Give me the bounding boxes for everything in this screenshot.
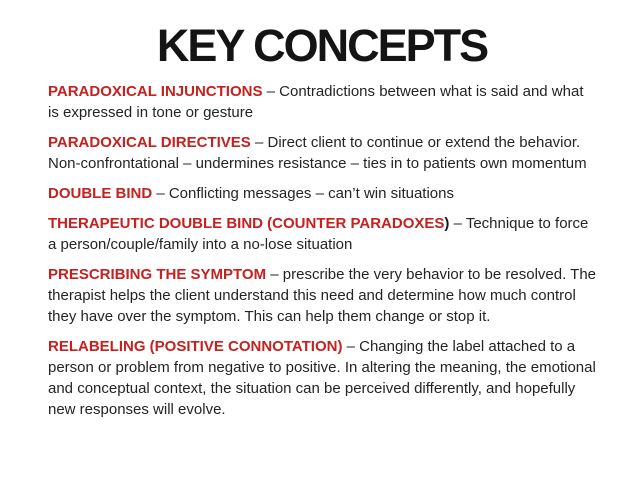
- concept-double-bind: DOUBLE BIND – Conflicting messages – can…: [48, 183, 596, 204]
- slide-title: KEY CONCEPTS: [156, 20, 489, 71]
- concept-term-suffix: ): [444, 215, 450, 233]
- concept-term: RELABELING (POSITIVE CONNOTATION): [48, 338, 343, 356]
- concept-definition: – Direct client to continue or extend th…: [48, 134, 587, 173]
- concept-therapeutic-double-bind: THERAPEUTIC DOUBLE BIND (COUNTER PARADOX…: [48, 213, 596, 255]
- concept-term: PARADOXICAL DIRECTIVES: [48, 134, 251, 152]
- concept-paradoxical-injunctions: PARADOXICAL INJUNCTIONS – Contradictions…: [48, 81, 596, 123]
- concept-definition: – Changing the label attached to a perso…: [48, 338, 596, 419]
- concept-term: DOUBLE BIND: [48, 185, 153, 203]
- concept-term: PRESCRIBING THE SYMPTOM: [48, 266, 267, 284]
- concept-paradoxical-directives: PARADOXICAL DIRECTIVES – Direct client t…: [48, 132, 596, 174]
- concept-term: THERAPEUTIC DOUBLE BIND (COUNTER PARADOX…: [48, 215, 445, 233]
- concept-definition: – prescribe the very behavior to be reso…: [48, 266, 596, 326]
- concept-relabeling: RELABELING (POSITIVE CONNOTATION) – Chan…: [48, 336, 596, 420]
- concept-definition: – Conflicting messages – can’t win situa…: [152, 185, 454, 203]
- concept-definition: – Technique to force a person/couple/fam…: [48, 215, 589, 254]
- concept-definition: – Contradictions between what is said an…: [48, 83, 584, 122]
- concept-term: PARADOXICAL INJUNCTIONS: [48, 83, 263, 101]
- concept-prescribing-the-symptom: PRESCRIBING THE SYMPTOM – prescribe the …: [48, 264, 596, 327]
